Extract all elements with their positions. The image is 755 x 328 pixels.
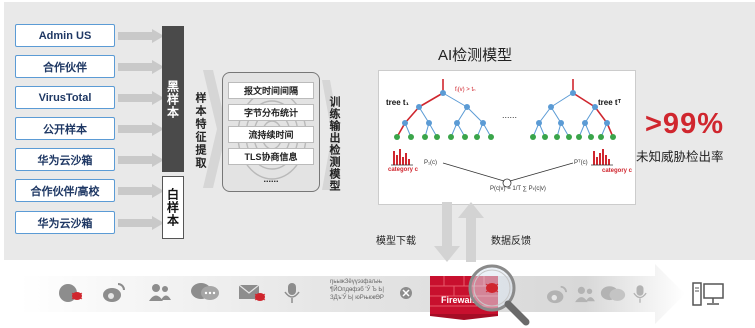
category-left: category c bbox=[388, 167, 419, 173]
blocked-icon bbox=[400, 287, 412, 299]
microphone-icon bbox=[633, 285, 647, 303]
virus-bug-icon bbox=[59, 284, 83, 302]
magnifier-icon bbox=[468, 264, 530, 326]
feature-extraction-label: 样本特征提取 bbox=[194, 92, 206, 170]
prob-left: P₁(c) bbox=[424, 160, 438, 166]
microphone-icon bbox=[284, 283, 300, 303]
white-sample-label: 白样本 bbox=[165, 188, 180, 227]
source-arrow bbox=[118, 122, 164, 136]
tree-ellipsis: ...... bbox=[502, 110, 518, 120]
source-partner-university: 合作伙伴/高校 bbox=[15, 179, 115, 202]
encrypted-traffic-text: ŋьыжЗёүүэзфаљњ ¶ЙОпдөфэб 'Ӯ Ъ Ь| ЗДъ'Ӯ Ь… bbox=[330, 279, 384, 301]
source-arrow bbox=[118, 60, 164, 74]
source-arrow bbox=[118, 29, 164, 43]
category-right: category c bbox=[602, 168, 633, 174]
chevron-arrow bbox=[322, 80, 340, 190]
training-label: 训练输出检测模型 bbox=[328, 96, 340, 192]
source-arrow bbox=[118, 91, 164, 105]
tree-right-label: tree tᵀ bbox=[598, 98, 622, 107]
model-download-label: 模型下载 bbox=[376, 236, 416, 247]
weibo-icon bbox=[103, 283, 125, 302]
source-admin-us: Admin US bbox=[15, 24, 115, 47]
weibo-icon bbox=[547, 285, 567, 304]
source-arrow bbox=[118, 153, 164, 167]
source-huawei-sandbox: 华为云沙箱 bbox=[15, 148, 115, 171]
feature-item: 字节分布统计 bbox=[228, 104, 314, 121]
random-forest-diagram bbox=[378, 70, 636, 205]
white-sample-bar: 白样本 bbox=[162, 176, 184, 239]
feature-item-ellipsis: ...... bbox=[263, 173, 279, 184]
firewall-label: Firewall bbox=[441, 295, 475, 305]
prob-right: Pᵀ(c) bbox=[574, 160, 588, 166]
feature-item: 流持续时间 bbox=[228, 126, 314, 143]
black-sample-label: 黑样本 bbox=[165, 79, 180, 119]
split-rule: fᵢ(v) > tₙ bbox=[455, 87, 476, 93]
download-feedback-arrows bbox=[434, 202, 484, 262]
black-sample-bar: 黑样本 bbox=[162, 26, 184, 172]
feature-item: 报文时间间隔 bbox=[228, 82, 314, 99]
source-public-samples: 公开样本 bbox=[15, 117, 115, 140]
users-icon bbox=[149, 284, 171, 301]
chat-bubble-icon bbox=[191, 283, 219, 300]
detection-rate: >99% bbox=[645, 108, 724, 140]
source-virustotal: VirusTotal bbox=[15, 86, 115, 109]
traffic-flow-arrow bbox=[20, 264, 685, 324]
source-arrow bbox=[118, 184, 164, 198]
email-bug-icon bbox=[238, 284, 266, 301]
tree-left-label: tree t₁ bbox=[386, 98, 409, 107]
ai-model-title: AI检测模型 bbox=[438, 47, 513, 64]
feature-item: TLS协商信息 bbox=[228, 148, 314, 165]
source-partner: 合作伙伴 bbox=[15, 55, 115, 78]
random-forest-graphic bbox=[391, 79, 616, 188]
users-icon bbox=[575, 286, 595, 303]
detection-rate-description: 未知威胁检出率 bbox=[636, 150, 724, 164]
computer-icon bbox=[692, 282, 724, 306]
aggregation-formula: P(c|v) = 1/T ∑ Pₜ(c|v) bbox=[490, 186, 546, 192]
data-feedback-label: 数据反馈 bbox=[491, 236, 531, 247]
source-huawei-sandbox-white: 华为云沙箱 bbox=[15, 211, 115, 234]
source-arrow bbox=[118, 216, 164, 230]
chat-bubble-icon bbox=[600, 286, 626, 301]
